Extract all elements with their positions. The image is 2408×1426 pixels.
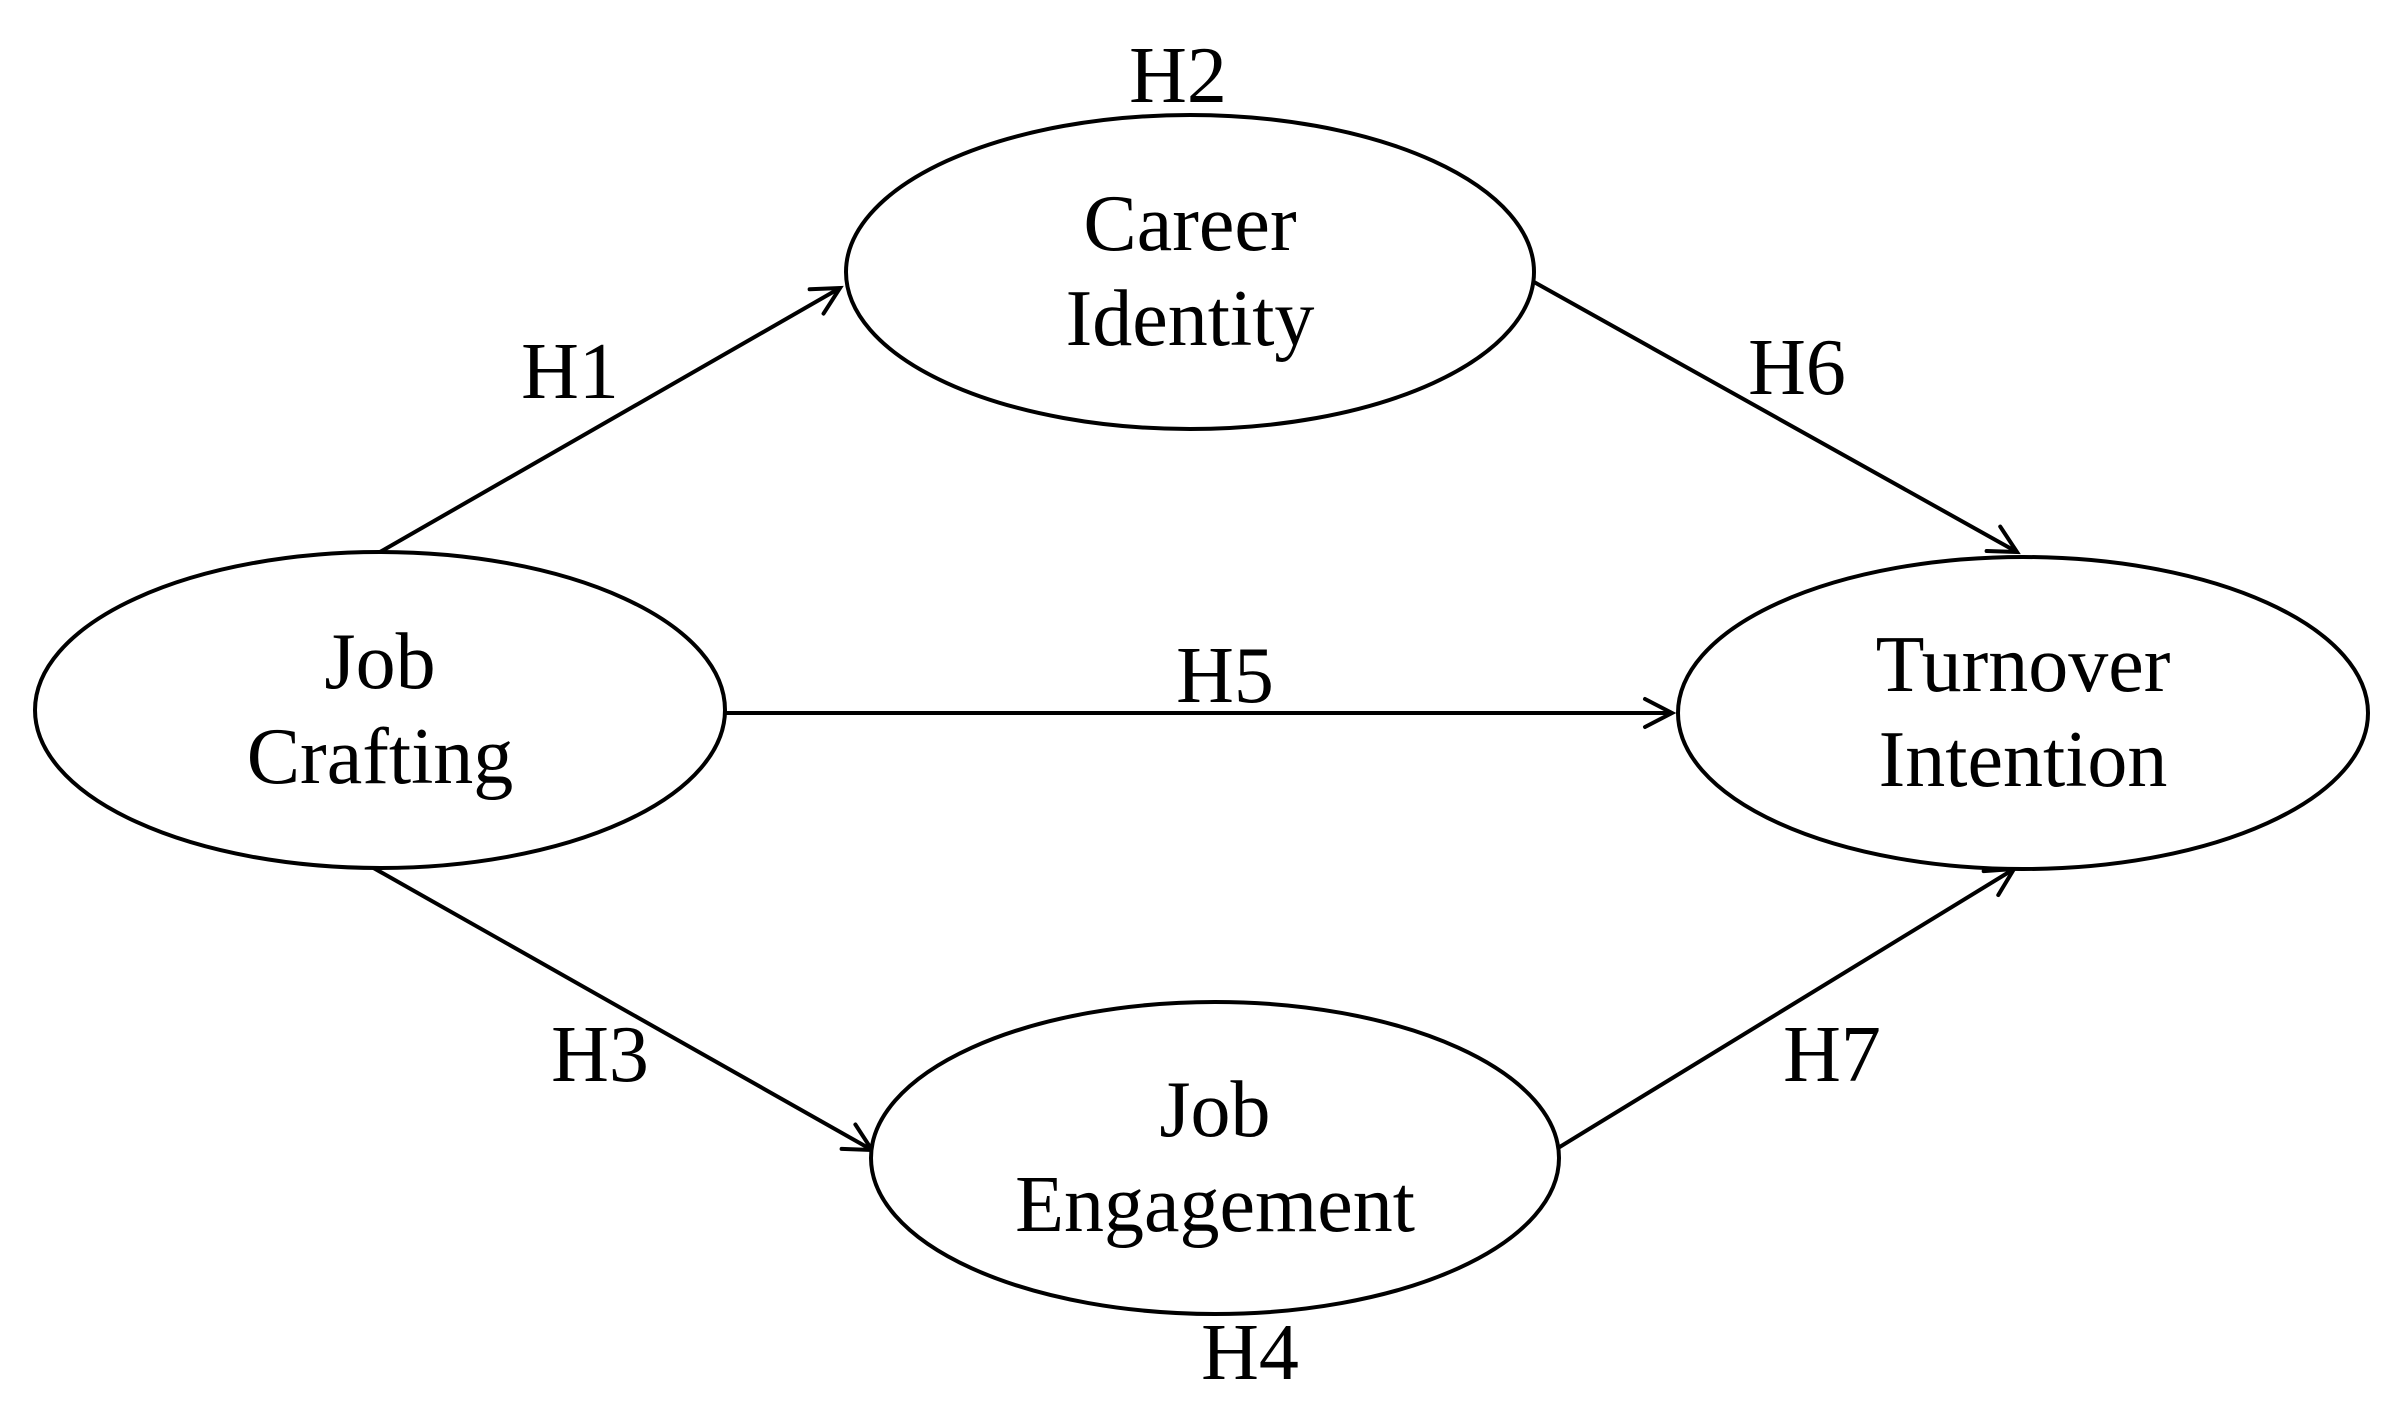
node-ellipse-job-engagement <box>869 1000 1561 1316</box>
node-label-line: Engagement <box>1015 1161 1415 1249</box>
hypothesis-label-h6: H6 <box>1748 324 1846 412</box>
hypothesis-label-h5: H5 <box>1176 632 1274 720</box>
arrow-h1-jobcrafting-to-careeridentity <box>379 285 844 554</box>
hypothesis-label-h4: H4 <box>1201 1309 1299 1397</box>
node-label-line: Turnover <box>1875 621 2171 709</box>
arrow-h6-careeridentity-to-turnoverintention <box>1533 280 2021 555</box>
node-label-line: Identity <box>1065 275 1315 363</box>
node-label-career-identity: Career Identity <box>1066 177 1315 367</box>
node-ellipse-turnover-intention <box>1676 555 2370 871</box>
hypothesis-label-h3: H3 <box>551 1011 649 1099</box>
node-label-job-engagement: Job Engagement <box>1015 1063 1415 1253</box>
hypothesis-label-h1: H1 <box>521 328 619 416</box>
hypothesis-label-h2: H2 <box>1129 32 1227 120</box>
node-label-line: Job <box>324 618 436 706</box>
hypothesis-label-h7: H7 <box>1783 1011 1881 1099</box>
node-label-turnover-intention: Turnover Intention <box>1876 618 2171 808</box>
node-label-line: Intention <box>1878 716 2168 804</box>
node-ellipse-career-identity <box>844 113 1536 431</box>
arrow-h7-jobengagement-to-turnoverintention <box>1556 866 2018 1150</box>
node-label-line: Crafting <box>246 713 514 801</box>
node-label-line: Job <box>1159 1066 1271 1154</box>
node-ellipse-job-crafting <box>33 550 727 870</box>
arrow-h3-jobcrafting-to-jobengagement <box>369 864 876 1153</box>
node-label-line: Career <box>1083 180 1297 268</box>
node-label-job-crafting: Job Crafting <box>247 615 514 805</box>
